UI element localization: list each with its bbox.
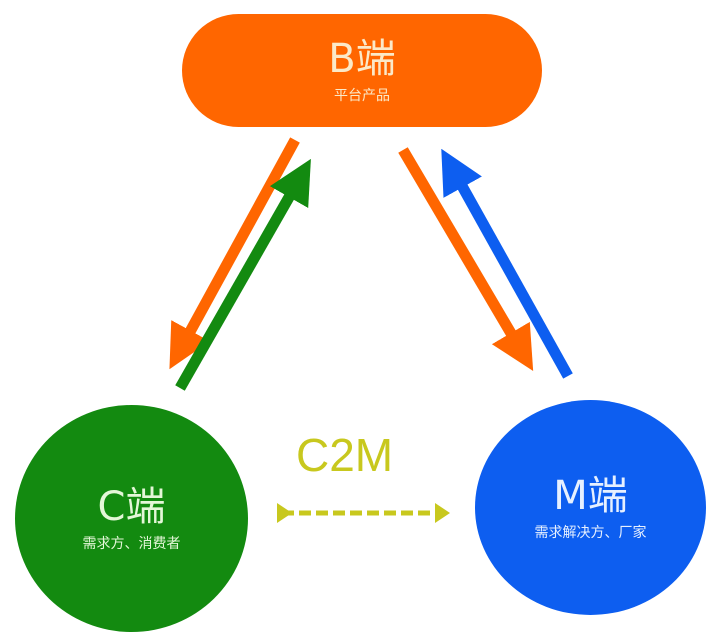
arrow-m-to-b xyxy=(441,148,573,379)
node-b-platform: B端 平台产品 xyxy=(182,14,542,127)
c2m-label: C2M xyxy=(296,429,394,481)
node-c-title: C端 xyxy=(97,483,166,530)
node-m-subtitle: 需求解决方、厂家 xyxy=(534,524,647,541)
node-c-subtitle: 需求方、消费者 xyxy=(82,535,181,552)
arrow-b-to-c xyxy=(169,137,300,370)
arrow-b-to-m xyxy=(398,147,534,371)
node-c-consumer: C端 需求方、消费者 xyxy=(15,405,248,632)
arrow-c-to-b xyxy=(175,158,311,391)
node-m-title: M端 xyxy=(553,472,628,519)
node-m-manufacturer: M端 需求解决方、厂家 xyxy=(475,400,706,615)
node-b-subtitle: 平台产品 xyxy=(334,87,390,104)
node-b-title: B端 xyxy=(328,35,396,82)
